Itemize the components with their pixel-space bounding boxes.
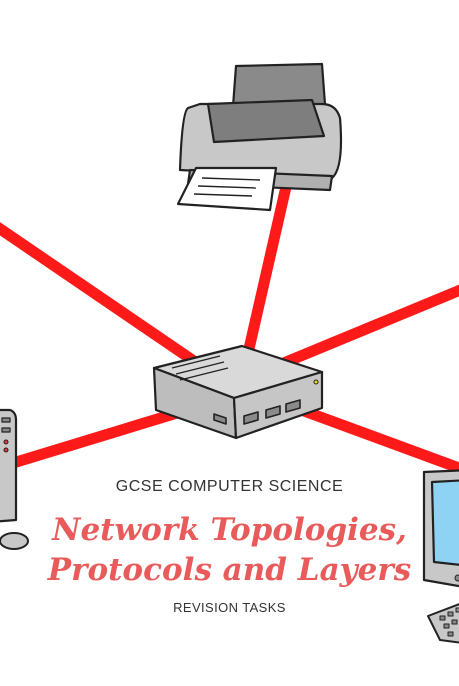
title-line-2: Protocols and Layers bbox=[47, 552, 412, 588]
monitor-icon bbox=[422, 469, 459, 588]
page-title: Network Topologies, Protocols and Layers bbox=[0, 510, 459, 590]
printer-icon bbox=[176, 62, 343, 212]
title-block: GCSE COMPUTER SCIENCE Network Topologies… bbox=[0, 478, 459, 615]
title-line-1: Network Topologies, bbox=[52, 512, 407, 548]
keyboard-icon bbox=[427, 603, 459, 644]
computer-mouse-icon bbox=[0, 532, 29, 550]
cable-left-top bbox=[0, 222, 214, 377]
network-switch-icon bbox=[152, 344, 324, 440]
cable-printer bbox=[240, 176, 294, 364]
desktop-tower-icon bbox=[0, 408, 18, 523]
cable-right-bottom bbox=[283, 398, 459, 474]
network-cables bbox=[0, 176, 459, 474]
subject-label: GCSE COMPUTER SCIENCE bbox=[115, 478, 344, 495]
text-backdrop bbox=[60, 470, 400, 640]
revision-tasks-label: REVISION TASKS bbox=[173, 600, 286, 615]
cable-right-top bbox=[259, 284, 459, 378]
cable-left-bottom bbox=[0, 400, 202, 473]
